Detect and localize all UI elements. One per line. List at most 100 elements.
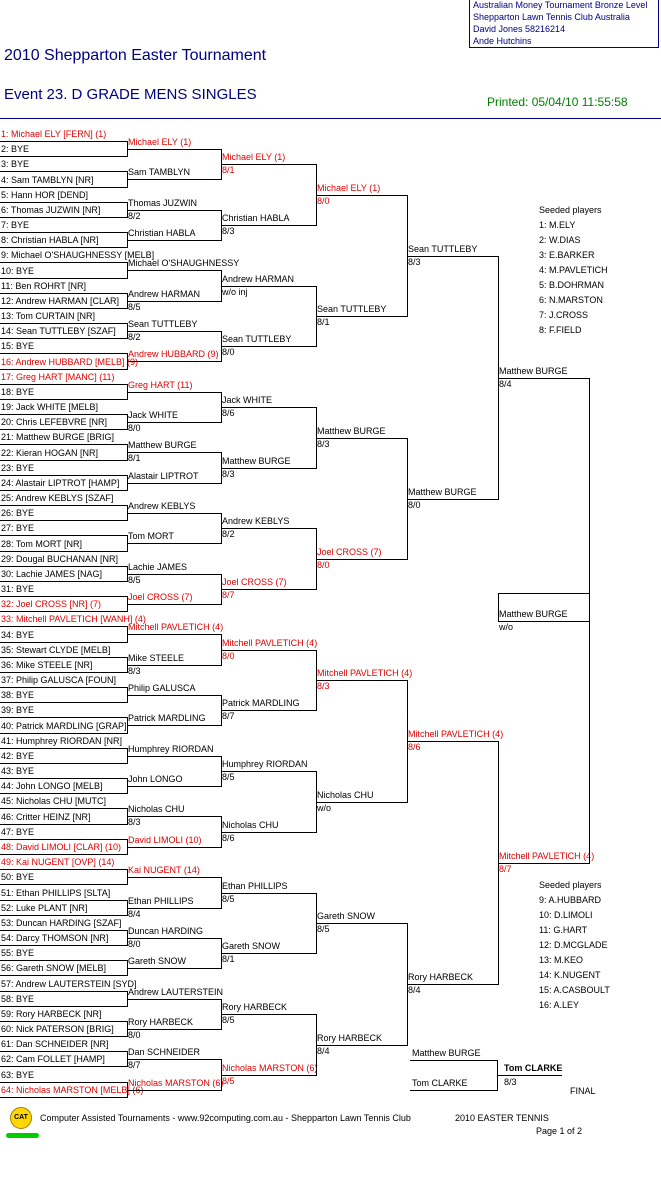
draw-winner: Matthew BURGE bbox=[128, 440, 197, 450]
bracket-line bbox=[127, 756, 222, 757]
match-score: 8/3 bbox=[317, 681, 330, 691]
consolation-player-bottom: Tom CLARKE bbox=[412, 1078, 468, 1088]
draw-entry: 49: Kai NUGENT [OVP] (14) bbox=[1, 857, 115, 867]
page-title: 2010 Shepparton Easter Tournament bbox=[4, 47, 267, 64]
bracket-line bbox=[407, 984, 499, 985]
bracket-line bbox=[221, 1075, 317, 1076]
draw-winner: Matthew BURGE bbox=[408, 487, 477, 497]
draw-winner: Mike STEELE bbox=[128, 653, 185, 663]
draw-winner: Patrick MARDLING bbox=[222, 698, 300, 708]
bracket-line bbox=[0, 399, 128, 400]
draw-entry: 5: Hann HOR [DEND] bbox=[1, 190, 89, 200]
draw-entry: 36: Mike STEELE [NR] bbox=[1, 660, 93, 670]
bracket-line bbox=[0, 930, 128, 931]
bracket-line bbox=[127, 968, 222, 969]
draw-entry: 10: BYE bbox=[1, 266, 35, 276]
bracket-line bbox=[497, 1075, 562, 1076]
bracket-line bbox=[127, 634, 222, 635]
footer-credit: Computer Assisted Tournaments - www.92co… bbox=[40, 1113, 411, 1123]
draw-winner: Sean TUTTLEBY bbox=[408, 244, 478, 254]
bracket-line bbox=[0, 1082, 128, 1083]
seeded-player: 4: M.PAVLETICH bbox=[539, 265, 608, 275]
draw-winner: Mitchell PAVLETICH (4) bbox=[499, 851, 595, 861]
draw-winner: Matthew BURGE bbox=[317, 426, 386, 436]
bracket-line bbox=[407, 256, 499, 257]
bracket-line bbox=[221, 468, 317, 469]
bracket-line bbox=[0, 202, 128, 203]
draw-entry: 35: Stewart CLYDE [MELB] bbox=[1, 645, 111, 655]
match-score: 8/1 bbox=[222, 165, 235, 175]
match-score: 8/5 bbox=[222, 1015, 235, 1025]
match-score: 8/5 bbox=[128, 575, 141, 585]
footer-page-number: Page 1 of 2 bbox=[536, 1126, 583, 1136]
seeded-player: 16: A.LEY bbox=[539, 1000, 580, 1010]
tournament-info-line: Shepparton Lawn Tennis Club Australia bbox=[473, 12, 630, 22]
bracket-line bbox=[0, 596, 128, 597]
bracket-line bbox=[0, 702, 128, 703]
draw-entry: 59: Rory HARBECK [NR] bbox=[1, 1009, 102, 1019]
bracket-line bbox=[127, 604, 222, 605]
draw-winner: Rory HARBECK bbox=[222, 1002, 288, 1012]
draw-winner: Dan SCHNEIDER bbox=[128, 1047, 201, 1057]
seeded-player: 7: J.CROSS bbox=[539, 310, 589, 320]
bracket-line bbox=[127, 483, 222, 484]
draw-entry: 57: Andrew LAUTERSTEIN [SYD] bbox=[1, 979, 137, 989]
bracket-line bbox=[127, 1090, 222, 1091]
draw-winner: Joel CROSS (7) bbox=[317, 547, 382, 557]
draw-winner: Sean TUTTLEBY bbox=[128, 319, 198, 329]
draw-entry: 6: Thomas JUZWIN [NR] bbox=[1, 205, 101, 215]
draw-entry: 20: Chris LEFEBVRE [NR] bbox=[1, 417, 108, 427]
match-score: 8/3 bbox=[128, 817, 141, 827]
tournament-info-line: Australian Money Tournament Bronze Level bbox=[473, 0, 648, 10]
match-score: 8/1 bbox=[317, 317, 330, 327]
bracket-line bbox=[221, 225, 317, 226]
draw-entry: 58: BYE bbox=[1, 994, 35, 1004]
bracket-line bbox=[0, 187, 128, 188]
tournament-info-line: Ande Hutchins bbox=[473, 36, 532, 46]
bracket-line bbox=[0, 460, 128, 461]
bracket-line bbox=[127, 179, 222, 180]
draw-entry: 24: Alastair LIPTROT [HAMP] bbox=[1, 478, 120, 488]
bracket-line bbox=[0, 566, 128, 567]
draw-winner: Philip GALUSCA bbox=[128, 683, 196, 693]
draw-entry: 25: Andrew KEBLYS [SZAF] bbox=[1, 493, 114, 503]
draw-winner: Ethan PHILLIPS bbox=[222, 881, 288, 891]
bracket-line bbox=[127, 1029, 222, 1030]
bracket-line bbox=[0, 475, 128, 476]
bracket-line bbox=[127, 847, 222, 848]
draw-entry: 44: John LONGO [MELB] bbox=[1, 781, 103, 791]
draw-winner: Gareth SNOW bbox=[128, 956, 187, 966]
bracket-line bbox=[0, 520, 128, 521]
draw-winner: Gareth SNOW bbox=[222, 941, 281, 951]
semi-final-winner: Matthew BURGE bbox=[499, 609, 568, 619]
bracket-line bbox=[0, 687, 128, 688]
bracket-line bbox=[0, 626, 128, 627]
draw-entry: 12: Andrew HARMAN [CLAR] bbox=[1, 296, 120, 306]
bracket-line bbox=[0, 369, 128, 370]
draw-winner: Sam TAMBLYN bbox=[128, 167, 191, 177]
match-score: 8/5 bbox=[317, 924, 330, 934]
draw-entry: 3: BYE bbox=[1, 159, 30, 169]
bracket-line bbox=[221, 650, 317, 651]
bracket-line bbox=[498, 621, 590, 622]
consolation-score: 8/3 bbox=[504, 1077, 517, 1087]
bracket-line bbox=[127, 574, 222, 575]
bracket-line bbox=[316, 802, 408, 803]
draw-entry: 45: Nicholas CHU [MUTC] bbox=[1, 796, 107, 806]
draw-winner: Jack WHITE bbox=[128, 410, 179, 420]
seeded-player: 5: B.DOHRMAN bbox=[539, 280, 605, 290]
tournament-info-line: David Jones 58216214 bbox=[473, 24, 566, 34]
match-score: 8/6 bbox=[408, 742, 421, 752]
draw-entry: 31: BYE bbox=[1, 584, 35, 594]
consolation-winner: Tom CLARKE bbox=[504, 1063, 563, 1073]
draw-winner: Michael ELY (1) bbox=[222, 152, 286, 162]
draw-entry: 33: Mitchell PAVLETICH [WANH] (4) bbox=[1, 614, 146, 624]
draw-winner: Michael O'SHAUGHNESSY bbox=[128, 258, 240, 268]
bracket-line bbox=[0, 793, 128, 794]
match-score: 8/3 bbox=[317, 439, 330, 449]
bracket-line bbox=[0, 778, 128, 779]
final-label: FINAL bbox=[570, 1086, 596, 1096]
bracket-line bbox=[316, 923, 408, 924]
bracket-line bbox=[0, 247, 128, 248]
